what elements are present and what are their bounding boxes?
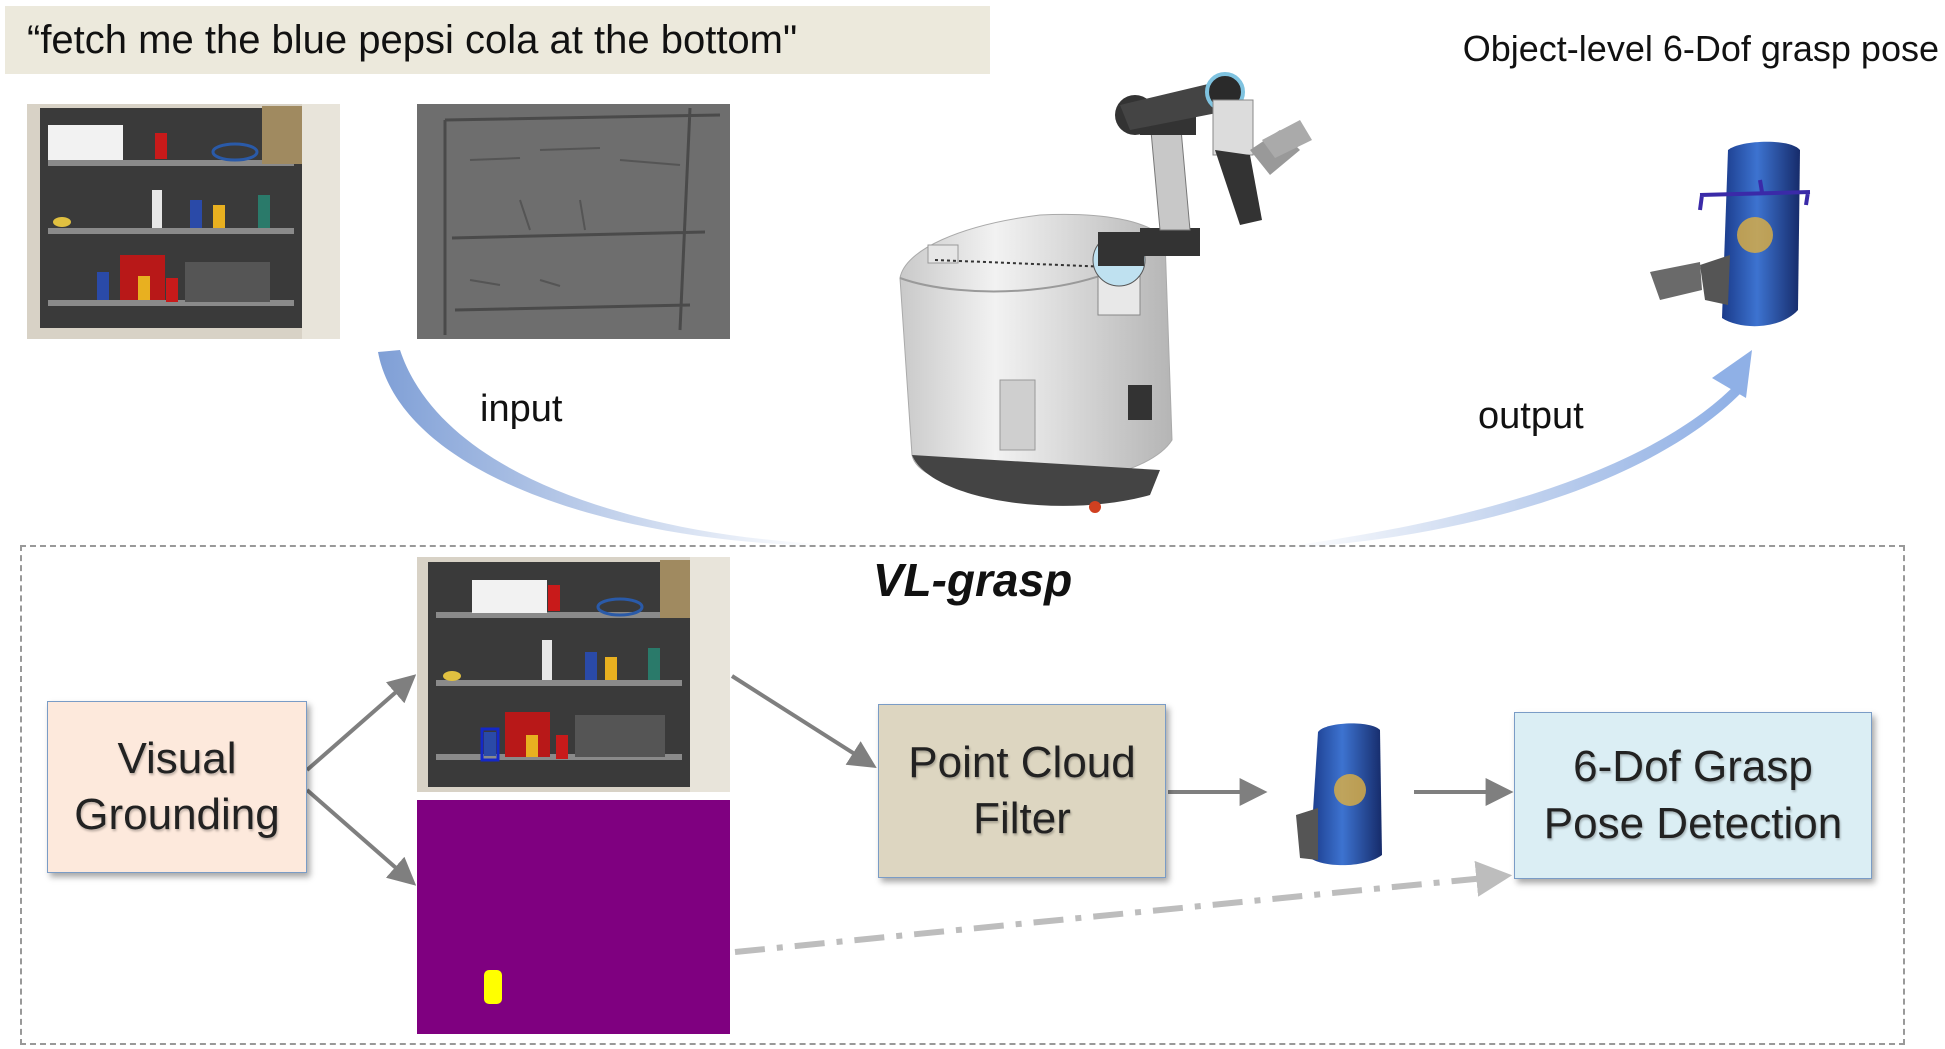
input-curve-arrow <box>378 350 820 546</box>
visual-grounding-node: Visual Grounding <box>47 701 307 873</box>
segmentation-mask <box>417 800 730 1034</box>
arrow-vg-to-mask <box>305 788 417 886</box>
grasp-detection-line1: 6-Dof Grasp <box>1573 742 1813 792</box>
rgb-image-with-bbox <box>417 557 730 792</box>
filtered-point-cloud <box>1296 723 1382 866</box>
grasp-detection-line2: Pose Detection <box>1543 798 1843 848</box>
framework-title: VL-grasp <box>872 554 1073 606</box>
grasp-pose-output <box>1650 141 1811 327</box>
rgb-image-top <box>27 104 340 339</box>
visual-grounding-line2: Grounding <box>74 790 280 839</box>
output-arrowhead <box>1712 350 1752 398</box>
mobile-robot <box>899 72 1312 513</box>
vl-grasp-framework-box <box>20 545 1905 1045</box>
depth-image <box>417 104 730 339</box>
visual-grounding-line1: Visual <box>117 733 237 783</box>
grasp-pose-detection-node: 6-Dof Grasp Pose Detection <box>1514 712 1872 879</box>
arrow-mask-to-detection-dashed <box>734 860 1513 955</box>
input-label: input <box>480 388 563 430</box>
arrow-rgb-to-filter <box>730 674 877 769</box>
arrow-vg-to-rgb <box>305 674 417 772</box>
point-cloud-filter-line1: Point Cloud <box>908 737 1136 787</box>
point-cloud-filter-node: Point Cloud Filter <box>878 704 1166 878</box>
language-query: “fetch me the blue pepsi cola at the bot… <box>5 6 990 74</box>
output-title: Object-level 6-Dof grasp pose <box>1462 28 1939 69</box>
output-label: output <box>1478 395 1584 437</box>
point-cloud-filter-line2: Filter <box>973 794 1071 843</box>
